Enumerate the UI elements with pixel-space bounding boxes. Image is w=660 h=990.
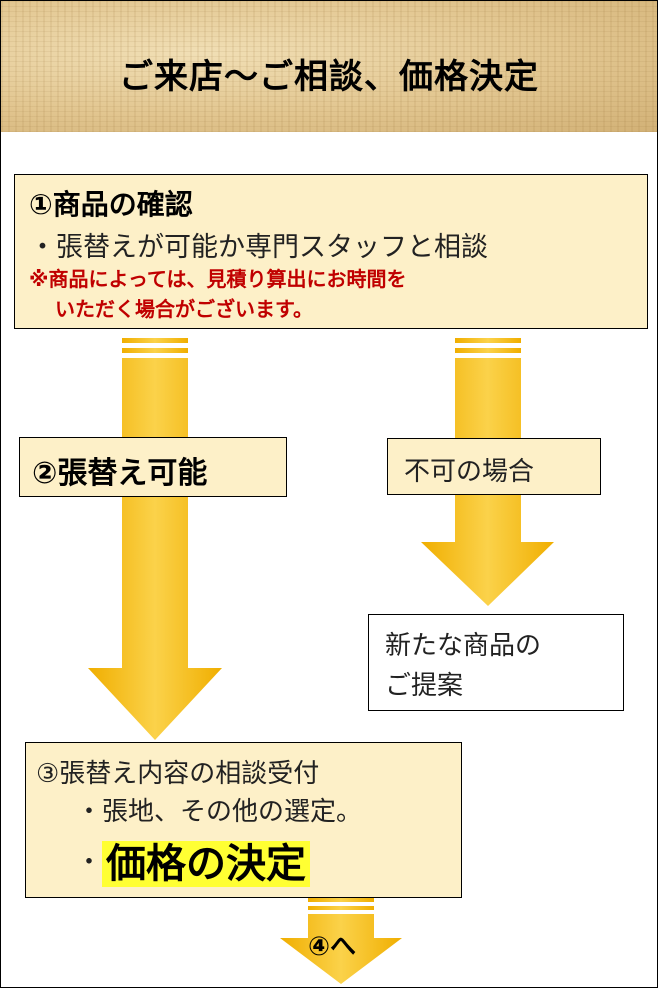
arrow-body bbox=[88, 358, 222, 740]
arrow-stripe bbox=[122, 348, 188, 353]
arrow-to-step4 bbox=[280, 898, 402, 984]
step1-bullet: ・張替えが可能か専門スタッフと相談 bbox=[29, 232, 488, 263]
arrow-body bbox=[280, 914, 402, 984]
header-banner: ご来店～ご相談、価格決定 bbox=[1, 1, 657, 132]
arrow-stripe bbox=[308, 898, 374, 902]
step2-label: ②張替え可能 bbox=[32, 456, 208, 491]
new-proposal-line1: 新たな商品の bbox=[385, 631, 542, 661]
new-proposal-box: 新たな商品の ご提案 bbox=[368, 614, 624, 711]
arrow-stripe bbox=[455, 348, 521, 353]
arrow-step1-to-step3 bbox=[88, 338, 222, 740]
arrow-stripe bbox=[122, 338, 188, 343]
step1-box: ①商品の確認 ・張替えが可能か専門スタッフと相談 ※商品によっては、見積り算出に… bbox=[14, 174, 648, 329]
step3-title: ③張替え内容の相談受付 bbox=[36, 759, 320, 789]
step3-bullet2: ・価格の決定 bbox=[76, 831, 311, 889]
arrow-stripe bbox=[455, 338, 521, 343]
new-proposal-line2: ご提案 bbox=[385, 671, 464, 701]
step1-title: ①商品の確認 bbox=[29, 188, 193, 221]
page-title: ご来店～ご相談、価格決定 bbox=[119, 57, 539, 97]
step3-box: ③張替え内容の相談受付 ・張地、その他の選定。 ・価格の決定 bbox=[25, 742, 462, 898]
step2-box: ②張替え可能 bbox=[19, 437, 287, 497]
step3-bullet2-dot: ・ bbox=[76, 847, 103, 878]
arrow-stripe bbox=[308, 906, 374, 910]
price-decision-highlight: 価格の決定 bbox=[102, 841, 311, 887]
step1-note-line2: いただく場合がございます。 bbox=[55, 297, 313, 321]
step3-bullet1: ・張地、その他の選定。 bbox=[76, 797, 363, 827]
not-possible-label: 不可の場合 bbox=[404, 457, 535, 487]
step1-note-line1: ※商品によっては、見積り算出にお時間を bbox=[29, 267, 407, 291]
not-possible-box: 不可の場合 bbox=[387, 438, 601, 495]
next-step-label: ④へ bbox=[308, 932, 357, 962]
